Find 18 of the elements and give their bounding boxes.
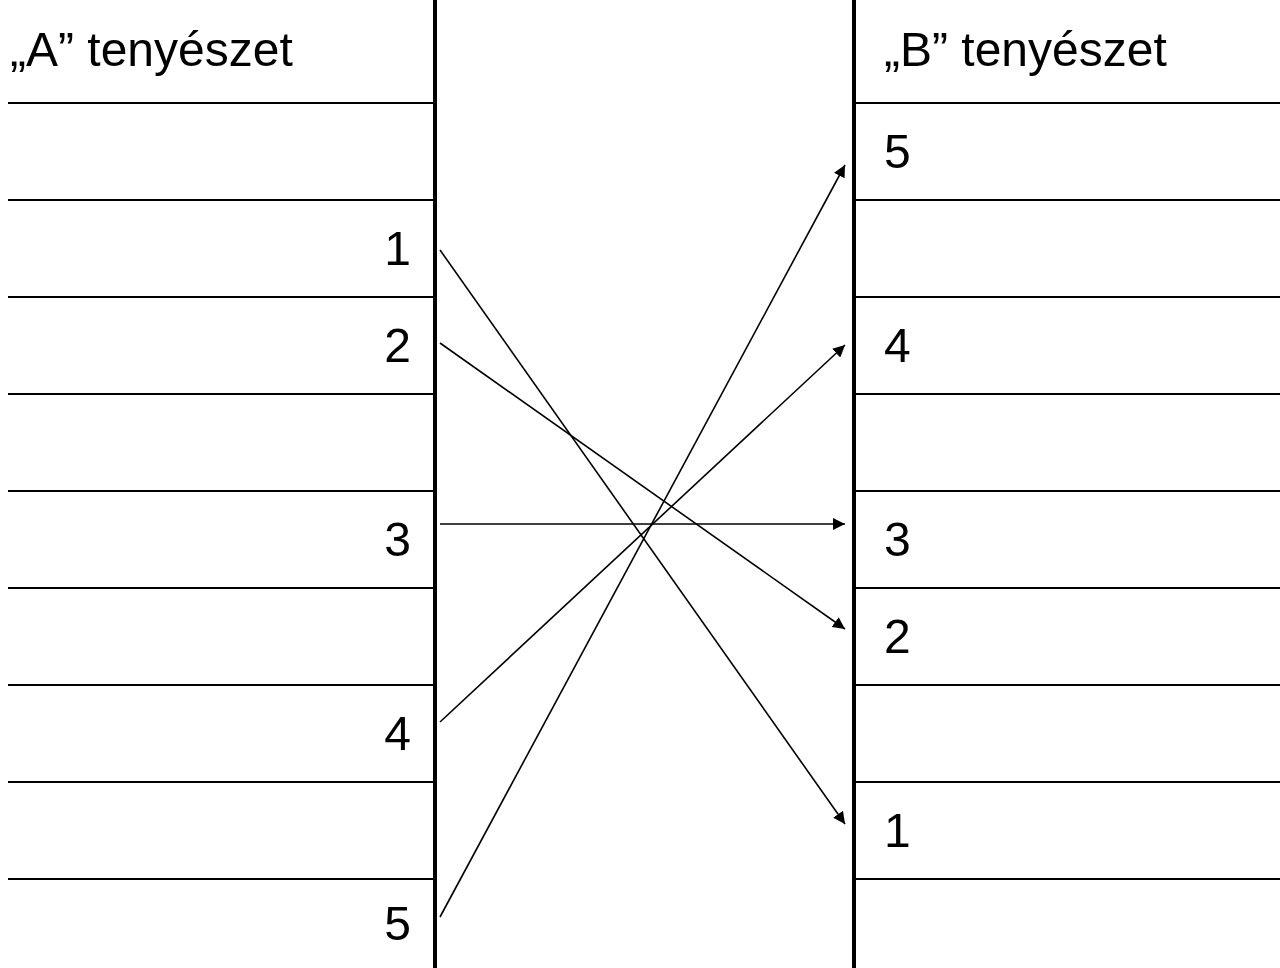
arrow: [439, 342, 846, 630]
column-header: „A” tenyészet: [10, 22, 293, 78]
culture-column: [852, 0, 1280, 968]
table-row: 5: [860, 104, 1280, 199]
table-row: 2: [860, 589, 1280, 684]
arrow: [439, 344, 846, 723]
table-row: 2: [8, 298, 433, 393]
arrow: [439, 164, 846, 918]
arrow: [439, 249, 846, 825]
table-row: 4: [860, 298, 1280, 393]
table-row: 1: [860, 783, 1280, 878]
table-row: 4: [8, 686, 433, 781]
table-row: 1: [8, 201, 433, 296]
table-row: 3: [860, 492, 1280, 587]
table-row: 5: [8, 880, 433, 966]
column-header: „B” tenyészet: [884, 22, 1167, 78]
arrow: [439, 518, 846, 530]
table-row: 3: [8, 492, 433, 587]
